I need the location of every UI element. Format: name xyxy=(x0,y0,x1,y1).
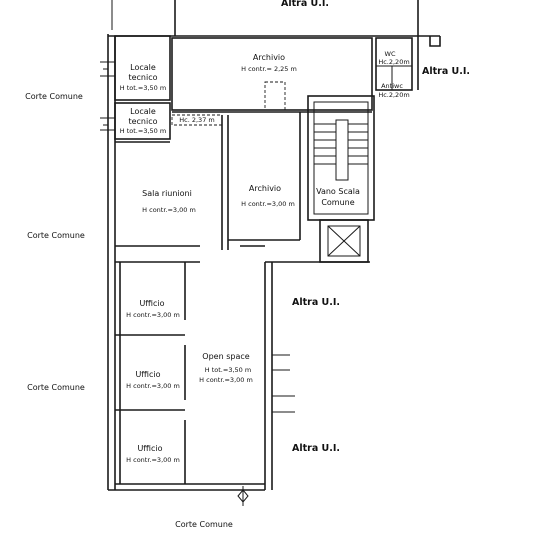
ufficio-1-name: Ufficio xyxy=(139,299,164,308)
altra-ui-right-bottom: Altra U.I. xyxy=(292,443,340,454)
top-neighbour-walls xyxy=(111,0,419,36)
locale-tecnico-walls xyxy=(114,35,171,143)
vano-scala-line2: Comune xyxy=(321,198,354,207)
open-space-height-contr: H contr.=3,00 m xyxy=(199,376,253,384)
room-labels: Archivio H contr.= 2,25 m Locale tecnico… xyxy=(120,50,410,464)
locale-tecnico-1-line2: tecnico xyxy=(128,73,157,82)
locale-tecnico-2-line2: tecnico xyxy=(128,117,157,126)
antiwc-name: Antiwc xyxy=(381,82,403,90)
middle-room-walls xyxy=(115,112,301,263)
right-wall-windows xyxy=(272,354,295,413)
locale-tecnico-1-height: H tot.=3,50 m xyxy=(120,84,166,92)
ufficio-3-name: Ufficio xyxy=(137,444,162,453)
corte-comune-bottom: Corte Comune xyxy=(175,520,233,529)
locale-tecnico-1-line1: Locale xyxy=(130,63,156,72)
open-space-height-tot: H tot.=3,50 m xyxy=(205,366,251,374)
archivio-top-height: H contr.= 2,25 m xyxy=(241,65,297,73)
wc-height: Hc.2,20m xyxy=(378,58,409,66)
corte-comune-2: Corte Comune xyxy=(27,231,85,240)
antiwc-height: Hc.2,20m xyxy=(378,91,409,99)
office-walls xyxy=(115,262,186,484)
locale-tecnico-2-line1: Locale xyxy=(130,107,156,116)
exterior-labels: Corte Comune Corte Comune Corte Comune C… xyxy=(25,0,470,529)
sala-riunioni-name: Sala riunioni xyxy=(142,189,192,198)
archivio-top-name: Archivio xyxy=(253,53,285,62)
ufficio-3-height: H contr.=3,00 m xyxy=(126,456,180,464)
left-wall-windows xyxy=(100,61,115,131)
archivio-mid-height: H contr.=3,00 m xyxy=(241,200,295,208)
open-space-name: Open space xyxy=(202,352,249,361)
wc-block-walls xyxy=(375,37,413,91)
ufficio-2-name: Ufficio xyxy=(135,370,160,379)
locale-tecnico-2-height: H tot.=3,50 m xyxy=(120,127,166,135)
vano-scala-line1: Vano Scala xyxy=(316,187,360,196)
ufficio-1-height: H contr.=3,00 m xyxy=(126,311,180,319)
stair-treads xyxy=(314,123,368,165)
wc-name: WC xyxy=(385,50,396,58)
altra-ui-top: Altra U.I. xyxy=(281,0,329,9)
sala-riunioni-height: H contr.=3,00 m xyxy=(142,206,196,214)
bottom-door xyxy=(237,486,249,506)
corte-comune-3: Corte Comune xyxy=(27,383,85,392)
stair-block xyxy=(307,95,375,263)
ufficio-2-height: H contr.=3,00 m xyxy=(126,382,180,390)
altra-ui-right-top: Altra U.I. xyxy=(422,66,470,77)
hc-dashed-height: Hc. 2,37 m xyxy=(179,116,214,124)
archivio-mid-name: Archivio xyxy=(249,184,281,193)
corte-comune-1: Corte Comune xyxy=(25,92,83,101)
archivio-top-walls xyxy=(171,37,373,113)
altra-ui-right-mid: Altra U.I. xyxy=(292,297,340,308)
